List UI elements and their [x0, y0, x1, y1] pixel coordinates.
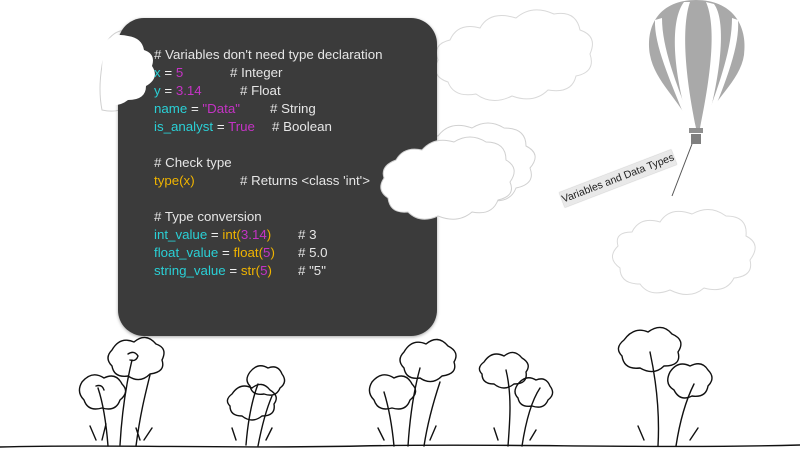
code-comment: # 3 — [298, 227, 317, 242]
code-token: 3.14 — [240, 227, 267, 242]
code-comment: # Check type — [154, 155, 232, 170]
code-token: float( — [233, 245, 264, 260]
code-comment: # Integer — [230, 65, 283, 80]
code-token: 5 — [175, 65, 184, 80]
code-comment: # String — [270, 101, 316, 116]
code-line: float_value = float(5) # 5.0 — [154, 244, 424, 262]
cloud-icon — [435, 9, 593, 101]
code-token: = — [160, 83, 176, 98]
code-token: float_value — [154, 245, 219, 260]
code-token: 5 — [263, 245, 271, 260]
code-token: = — [160, 65, 176, 80]
flower-icon — [617, 326, 713, 447]
code-token: 3.14 — [175, 83, 202, 98]
code-line: name = "Data" # String — [154, 100, 424, 118]
code-block: # Variables don't need type declaration x… — [154, 46, 424, 280]
code-line: # Variables don't need type declaration — [154, 46, 424, 64]
code-comment: # 5.0 — [298, 245, 328, 260]
code-token: = — [213, 119, 229, 134]
flower-icon — [368, 338, 457, 447]
ground-line — [0, 444, 800, 448]
code-token: = — [187, 101, 203, 116]
code-comment: # "5" — [298, 263, 326, 278]
flower-icon — [78, 336, 165, 447]
code-token: int( — [222, 227, 241, 242]
code-line: type(x) # Returns <class 'int'> — [154, 172, 424, 190]
cloud-icon — [612, 209, 756, 295]
cloud-icon — [380, 137, 515, 220]
code-comment: # Boolean — [272, 119, 332, 134]
code-line: y = 3.14 # Float — [154, 82, 424, 100]
code-token: = — [218, 245, 234, 260]
code-token: int_value — [154, 227, 208, 242]
code-token: name — [154, 101, 188, 116]
code-token: = — [207, 227, 223, 242]
code-comment: # Float — [240, 83, 281, 98]
flower-icon — [226, 365, 286, 447]
code-token: ) — [266, 227, 272, 242]
code-token: type(x) — [154, 173, 195, 188]
flower-icon — [478, 351, 554, 447]
code-line: string_value = str(5) # "5" — [154, 262, 424, 280]
code-token: "Data" — [202, 101, 240, 116]
cloud-icon — [102, 35, 155, 106]
code-token: True — [228, 119, 255, 134]
code-line: x = 5 # Integer — [154, 64, 424, 82]
code-token: = — [225, 263, 241, 278]
code-comment: # Variables don't need type declaration — [154, 47, 383, 62]
code-comment: # Returns <class 'int'> — [240, 173, 370, 188]
code-token: string_value — [154, 263, 226, 278]
code-token: ) — [267, 263, 272, 278]
code-token: is_analyst — [154, 119, 214, 134]
code-line: # Check type — [154, 154, 424, 172]
code-line: # Type conversion — [154, 208, 424, 226]
code-token: 5 — [260, 263, 268, 278]
code-line: is_analyst = True # Boolean — [154, 118, 424, 136]
code-token: str( — [240, 263, 261, 278]
code-token: ) — [270, 245, 275, 260]
code-line: int_value = int(3.14) # 3 — [154, 226, 424, 244]
code-comment: # Type conversion — [154, 209, 262, 224]
code-token: y — [154, 83, 161, 98]
code-token: x — [154, 65, 161, 80]
